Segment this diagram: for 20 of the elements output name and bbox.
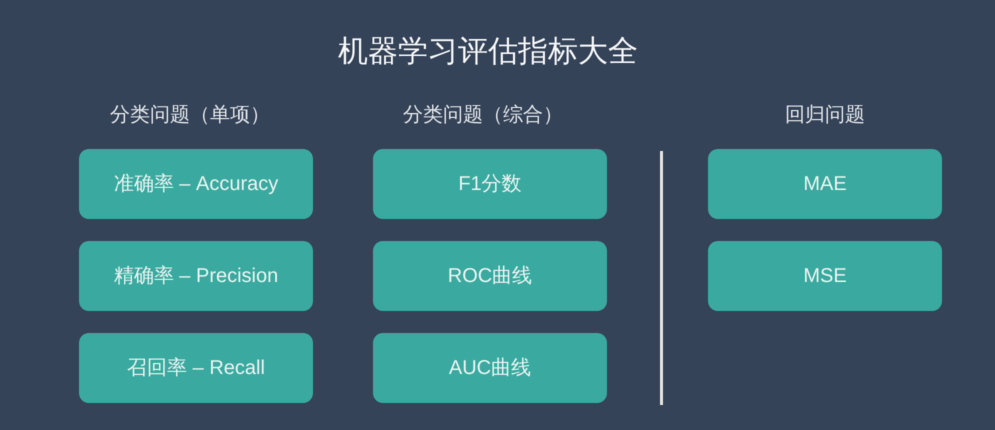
metric-box — [708, 149, 942, 219]
column-heading: 分类问题（综合） — [403, 103, 563, 128]
metric-label: 准确率 – Accuracy — [114, 172, 278, 197]
metric-label: ROC曲线 — [448, 264, 532, 289]
metric-label: MSE — [803, 264, 847, 289]
metric-box — [373, 149, 607, 219]
metric-box — [79, 241, 313, 311]
column-heading: 回归问题 — [785, 103, 865, 128]
column-heading: 分类问题（单项） — [110, 103, 270, 128]
metric-box — [373, 333, 607, 403]
metric-box — [79, 149, 313, 219]
metric-box — [373, 241, 607, 311]
metric-label: AUC曲线 — [448, 356, 532, 381]
metric-label: MAE — [803, 172, 847, 197]
metric-label: 精确率 – Precision — [114, 264, 278, 289]
metric-box — [708, 241, 942, 311]
metric-label: F1分数 — [458, 172, 522, 197]
metric-label: 召回率 – Recall — [127, 356, 265, 381]
metric-box — [79, 333, 313, 403]
diagram-title: 机器学习评估指标大全 — [338, 34, 638, 70]
